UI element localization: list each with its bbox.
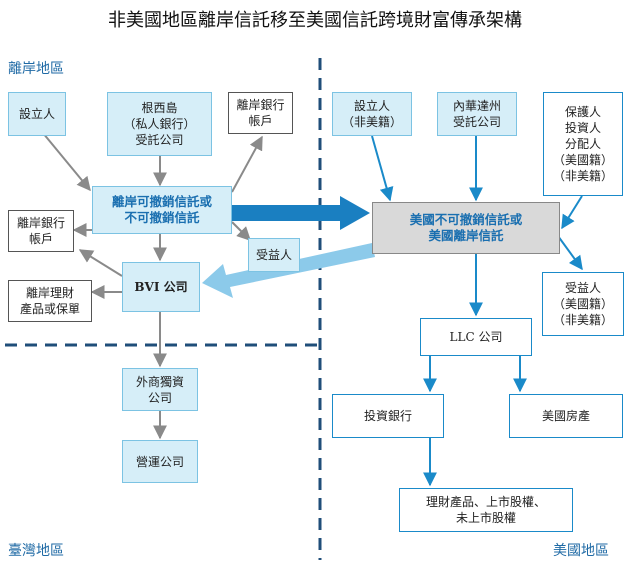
node-assets: 理財產品、上市股權、 未上市股權 [399, 488, 573, 532]
node-protector: 保護人 投資人 分配人 （美國籍） （非美籍） [543, 92, 623, 196]
node-nevada-trust-company: 內華達州 受託公司 [437, 92, 517, 136]
node-settlor: 設立人 [8, 92, 66, 136]
arrow-trust-beneficiary-us [557, 235, 583, 271]
node-bvi: BVI 公司 [122, 262, 200, 312]
page-title: 非美國地區離岸信託移至美國信託跨境財富傳承架構 [108, 10, 522, 31]
transfer-arrow [232, 196, 370, 230]
node-beneficiary: 受益人 [248, 238, 300, 272]
node-products: 離岸理財 產品或保單 [8, 280, 92, 322]
node-us-trust: 美國不可撤銷信託或 美國離岸信託 [372, 202, 560, 254]
arrow-us-settlor-trust [371, 135, 394, 202]
node-us-settlor: 設立人 （非美籍） [332, 92, 412, 136]
region-label-taiwan: 臺灣地區 [8, 543, 64, 559]
arrow-trust-bank-top [231, 135, 263, 193]
node-operating-company: 營運公司 [122, 440, 198, 483]
node-offshore-trust: 離岸可撤銷信託或 不可撤銷信託 [92, 186, 232, 234]
node-llc: LLC 公司 [420, 318, 532, 356]
arrow-settlor-trust [37, 126, 91, 192]
region-label-offshore: 離岸地區 [8, 61, 64, 77]
node-foreign-company: 外商獨資 公司 [122, 368, 198, 411]
arrow-trust-beneficiary [231, 221, 251, 241]
node-real-estate: 美國房產 [509, 394, 623, 438]
arrow-bvi-bank-left [78, 249, 123, 277]
node-bank-account-left: 離岸銀行 帳戶 [8, 210, 74, 252]
node-investment-bank: 投資銀行 [332, 394, 444, 438]
arrow-protector-trust [561, 195, 583, 230]
region-label-usa: 美國地區 [553, 543, 609, 559]
node-bank-account-top: 離岸銀行 帳戶 [228, 92, 293, 134]
node-trustee: 根西島 （私人銀行） 受託公司 [107, 92, 212, 156]
node-us-beneficiary: 受益人 （美國籍） （非美籍） [542, 272, 624, 336]
